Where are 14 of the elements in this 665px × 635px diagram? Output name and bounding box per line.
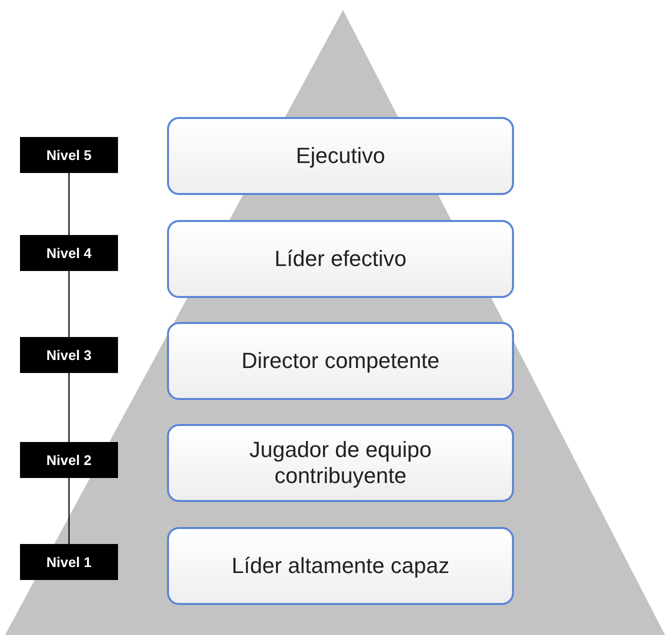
stage-box: Jugador de equipo contribuyente (167, 424, 514, 502)
level-tag: Nivel 3 (20, 337, 118, 373)
level-tag: Nivel 5 (20, 137, 118, 173)
stage-box: Ejecutivo (167, 117, 514, 195)
stage-box: Director competente (167, 322, 514, 400)
connector-line (68, 271, 70, 337)
connector-line (68, 373, 70, 442)
connector-line (68, 478, 70, 544)
connector-line (68, 173, 70, 235)
level-tag: Nivel 2 (20, 442, 118, 478)
level-tag: Nivel 1 (20, 544, 118, 580)
stage-box: Líder altamente capaz (167, 527, 514, 605)
stage-box: Líder efectivo (167, 220, 514, 298)
level-tag: Nivel 4 (20, 235, 118, 271)
